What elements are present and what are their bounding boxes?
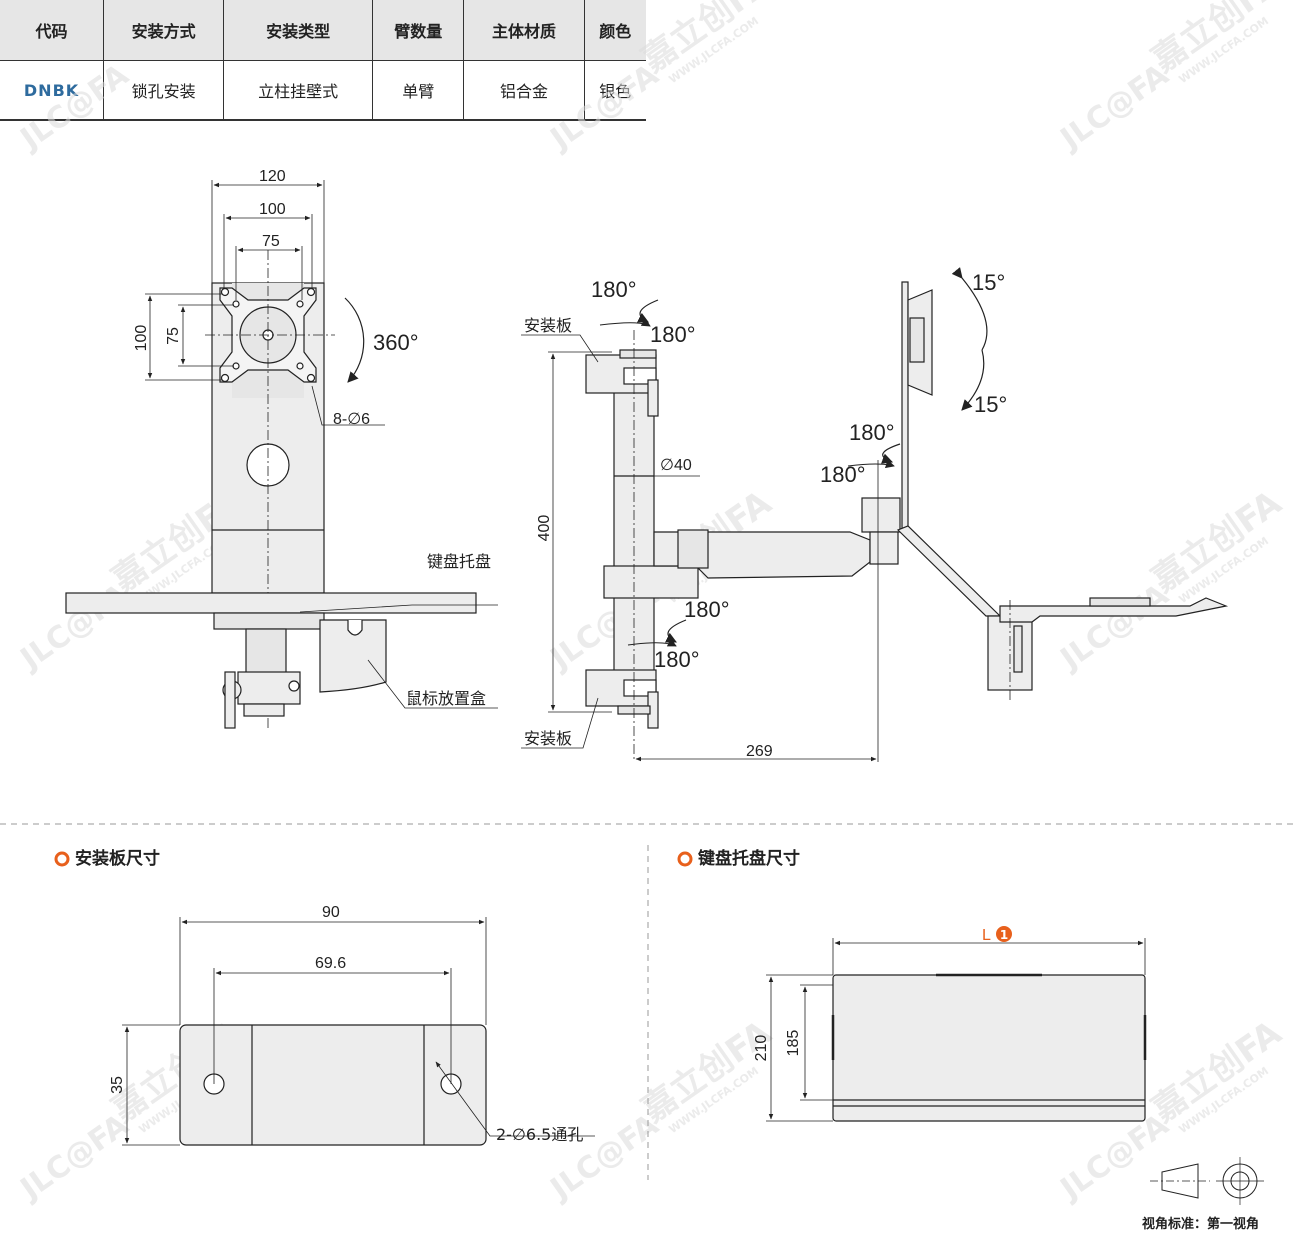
cell-install-method: 锁孔安装 — [103, 60, 225, 121]
arm-collar — [603, 565, 699, 599]
dim-L: L — [982, 927, 991, 944]
projection-symbol — [1150, 1157, 1264, 1205]
monitor-plate — [901, 281, 909, 531]
header-install-type: 安装类型 — [223, 0, 373, 61]
header-color: 颜色 — [584, 0, 646, 61]
table-header-row: 代码 安装方式 安装类型 臂数量 主体材质 颜色 — [0, 0, 646, 61]
dim-400: 400 — [536, 515, 553, 542]
cell-arm-count: 单臂 — [372, 60, 465, 121]
spec-table: 代码 安装方式 安装类型 臂数量 主体材质 颜色 DNBK 锁孔安装 立柱挂壁式… — [0, 0, 646, 121]
svg-text:JLC@FA: JLC@FA — [1053, 577, 1176, 678]
svg-text:JLC@FA: JLC@FA — [1053, 1107, 1176, 1208]
rot-head-1: 180° — [849, 420, 895, 445]
holes-label: 8-∅6 — [333, 411, 370, 428]
watermark-logo: JLC@FA 嘉立创FA WWW.JLCFA.COM — [1053, 483, 1289, 678]
clamp-post — [245, 628, 287, 675]
mount-plate-drawing — [179, 1024, 487, 1146]
section-bullet-icon — [677, 851, 693, 867]
plate-section-title: 安装板尺寸 — [75, 848, 160, 869]
watermark-logo: JLC@FA — [13, 57, 136, 158]
tilt-down-label: 15° — [974, 392, 1007, 417]
front-view — [65, 180, 498, 730]
svg-text:嘉立创FA: 嘉立创FA — [635, 0, 779, 80]
tilt-up-label: 15° — [972, 270, 1005, 295]
dim-d40: ∅40 — [660, 457, 692, 474]
table-row: DNBK 锁孔安装 立柱挂壁式 单臂 铝合金 银色 — [0, 60, 646, 121]
rotation-360-label: 360° — [373, 330, 419, 355]
cone-icon — [1161, 1163, 1199, 1199]
rotation-360-arrow — [344, 297, 365, 383]
keyboard-tray-side — [999, 597, 1229, 623]
dim-100-top: 100 — [259, 201, 286, 218]
plate-section: 安装板尺寸 90 69.6 35 2-∅6.5通孔 — [54, 848, 595, 1146]
keyboard-tray-front — [65, 592, 477, 614]
rot-bottom-2: 180° — [654, 647, 700, 672]
svg-text:JLC@FA: JLC@FA — [543, 1107, 666, 1208]
side-view — [521, 267, 1229, 762]
header-arm-count: 臂数量 — [372, 0, 465, 61]
dim-75-side: 75 — [165, 327, 182, 345]
tray-section-title: 键盘托盘尺寸 — [698, 848, 800, 869]
header-install-method: 安装方式 — [103, 0, 225, 61]
svg-text:JLC@FA: JLC@FA — [1053, 57, 1176, 158]
projection-label: 视角标准：第一视角 — [1142, 1216, 1259, 1232]
tray-bracket — [896, 525, 1002, 617]
cell-install-type: 立柱挂壁式 — [223, 60, 373, 121]
watermark-logo: JLC@FA 嘉立创FA WWW.JLCFA.COM — [543, 1013, 779, 1208]
section-bullet-icon — [54, 851, 70, 867]
side-dimensions — [548, 351, 877, 762]
svg-text:JLC@FA: JLC@FA — [13, 1107, 136, 1208]
cell-material: 铝合金 — [463, 60, 585, 121]
dim-69-6: 69.6 — [315, 955, 346, 972]
side-labels: 180° 180° 安装板 400 ∅40 180° 180° 安装板 269 … — [524, 270, 1007, 760]
header-code: 代码 — [0, 0, 105, 61]
mount-plate-bottom-label: 安装板 — [524, 729, 572, 748]
rot-top-1: 180° — [591, 277, 637, 302]
cell-color: 银色 — [584, 60, 646, 121]
rot-head-2: 180° — [820, 462, 866, 487]
dim-269: 269 — [746, 743, 773, 760]
keyboard-tray-drawing — [832, 974, 1146, 1122]
mouse-box — [319, 619, 387, 693]
svg-text:JLC@FA: JLC@FA — [13, 577, 136, 678]
cell-code: DNBK — [0, 60, 105, 121]
watermark-logo: JLC@FA 嘉立创FA WWW.JLCFA.COM — [1053, 0, 1289, 158]
dim-90: 90 — [322, 904, 340, 921]
header-material: 主体材质 — [463, 0, 585, 61]
svg-text:嘉立创FA: 嘉立创FA — [1145, 0, 1289, 80]
mouse-box-label: 鼠标放置盒 — [406, 689, 486, 708]
plate-holes-label: 2-∅6.5通孔 — [496, 1125, 583, 1144]
front-dimensions — [145, 180, 325, 381]
footnote-badge-icon — [996, 926, 1012, 942]
rot-bottom-1: 180° — [684, 597, 730, 622]
footnote-badge-number: 1 — [1000, 928, 1008, 942]
keyboard-tray-label: 键盘托盘 — [427, 552, 491, 571]
svg-text:JLC@FA: JLC@FA — [543, 57, 666, 158]
svg-text:JLC@FA: JLC@FA — [13, 57, 136, 158]
dim-210: 210 — [753, 1035, 770, 1062]
rot-top-2: 180° — [650, 322, 696, 347]
dim-75-top: 75 — [262, 233, 280, 250]
watermark-logo: JLC@FA 嘉立创FA WWW.JLCFA.COM — [543, 0, 779, 158]
dim-185: 185 — [785, 1030, 802, 1057]
dim-35: 35 — [109, 1076, 126, 1094]
mount-plate-top-label: 安装板 — [524, 316, 572, 335]
tray-section: 键盘托盘尺寸 L 1 210 185 — [677, 848, 1147, 1122]
front-labels: 120 100 75 100 75 360° 8-∅6 键盘托盘 鼠标放置盒 — [133, 168, 491, 708]
dim-100-side: 100 — [133, 325, 150, 352]
dim-120: 120 — [259, 168, 286, 185]
